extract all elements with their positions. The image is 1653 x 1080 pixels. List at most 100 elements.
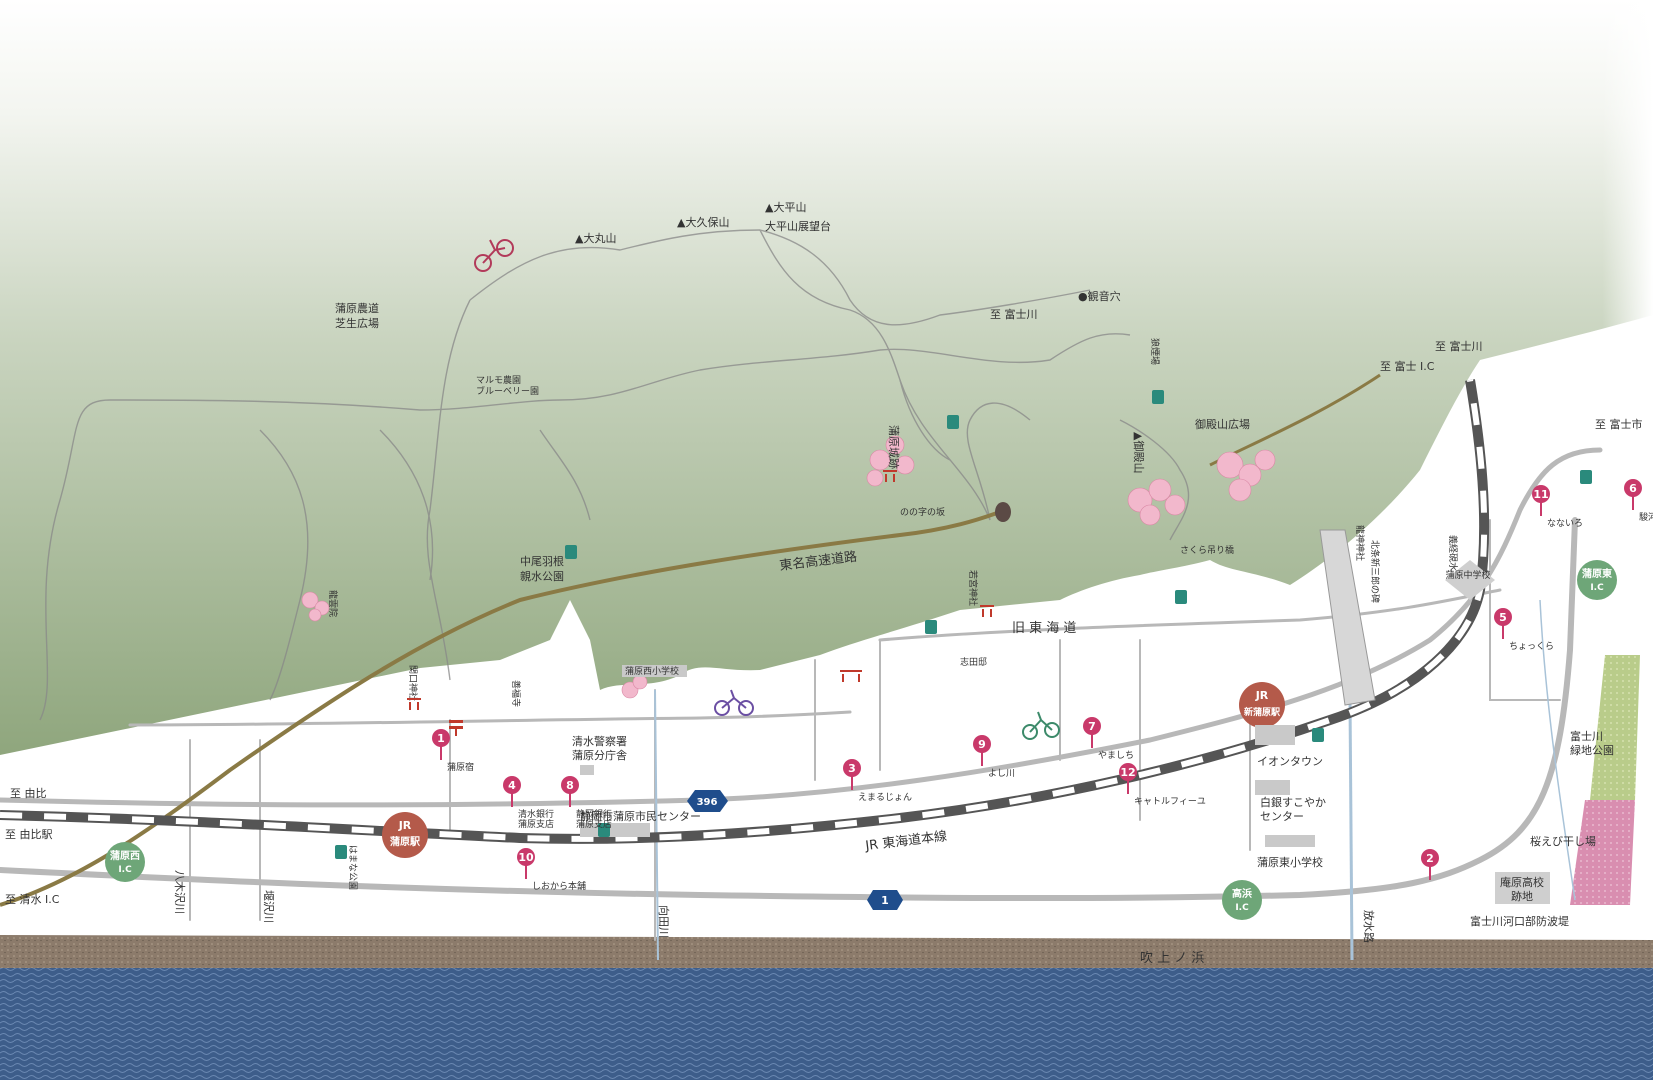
- kanbara-nishi-ic[interactable]: 蒲原西 I.C: [105, 842, 145, 882]
- pin-number: 5: [1499, 611, 1507, 624]
- peak-goten: ▲御殿山: [1132, 432, 1146, 473]
- pin-7[interactable]: 7 やましち: [1083, 717, 1134, 761]
- pin-3[interactable]: 3 えまるじょん: [843, 759, 912, 803]
- sakuraebi-field: [1570, 800, 1635, 905]
- pin-number: 6: [1629, 482, 1637, 495]
- rivers: [654, 599, 1576, 961]
- route-396-shield: 396: [687, 790, 728, 812]
- pin-label: えまるじょん: [858, 792, 912, 803]
- pin-label: やましち: [1098, 750, 1134, 761]
- svg-text:蒲原西: 蒲原西: [110, 849, 140, 862]
- pin-number: 10: [518, 851, 534, 864]
- goten-park-label: 御殿山広場: [1195, 417, 1250, 431]
- pin-number: 11: [1533, 488, 1548, 501]
- peak-ohira: ▲大平山: [765, 200, 806, 214]
- noroshi-label: 狼煙場: [1149, 338, 1161, 365]
- yagisawa-label: 八木沢川: [173, 870, 187, 914]
- svg-text:I.C: I.C: [1235, 903, 1249, 913]
- pin-label: 清水銀行: [518, 808, 554, 820]
- pin-label: しおから本舗: [532, 880, 586, 892]
- svg-text:蒲原駅: 蒲原駅: [390, 835, 421, 848]
- ihara-hs: 庵原高校 跡地: [1495, 872, 1550, 904]
- to-yui-st: 至 由比駅: [5, 827, 53, 841]
- nada-label: 吹 上 ノ 浜: [1140, 951, 1204, 966]
- beach: [0, 935, 1653, 975]
- route-1-shield: 1: [867, 890, 903, 910]
- bicycle-icon-2: [714, 689, 754, 716]
- sekiguchi-label: 関口神社: [407, 665, 419, 701]
- pin-6[interactable]: 6 駿河豊穣結び: [1624, 479, 1653, 523]
- shin-kanbara-station[interactable]: JR 新蒲原駅: [1239, 682, 1285, 728]
- pin-number: 1: [437, 732, 445, 745]
- svg-text:新蒲原駅: 新蒲原駅: [1244, 706, 1281, 718]
- ryuunji-label: 龍雲院: [327, 590, 339, 617]
- pin-label: 蒲原支店: [576, 818, 612, 830]
- pin-label: 静岡銀行: [576, 808, 612, 820]
- marumo-label: マルモ農園ブルーベリー園: [476, 374, 539, 397]
- svg-text:JR: JR: [398, 819, 412, 832]
- svg-text:跡地: 跡地: [1511, 889, 1533, 903]
- kanbara-station[interactable]: JR 蒲原駅: [382, 812, 428, 858]
- peak-okubo: ▲大久保山: [677, 215, 729, 229]
- police-label: 清水警察署蒲原分庁舎: [572, 734, 627, 762]
- bicycle-icon-3: [1022, 711, 1060, 740]
- svg-text:I.C: I.C: [1590, 583, 1604, 593]
- svg-text:I.C: I.C: [118, 865, 132, 875]
- ohira-view: 大平山展望台: [765, 219, 831, 233]
- nakao-label: 中尾羽根親水公園: [520, 554, 564, 583]
- pin-label: 駿河豊穣結び: [1639, 511, 1653, 523]
- svg-text:蒲原中学校: 蒲原中学校: [1445, 569, 1490, 581]
- kanbara-higashi-ic[interactable]: 蒲原東 I.C: [1577, 560, 1617, 600]
- pin-number: 3: [848, 762, 856, 775]
- pin-number: 8: [566, 779, 574, 792]
- civic-center-label: 静岡市蒲原市民センター: [580, 809, 701, 823]
- to-fujishi: 至 富士市: [1595, 417, 1643, 431]
- pin-number: 4: [508, 779, 516, 792]
- aeon-label: イオンタウン: [1257, 755, 1323, 768]
- svg-text:1: 1: [881, 894, 889, 907]
- ieda-label: 志田邸: [960, 656, 987, 668]
- pin-label: キャトルフィーユ: [1134, 797, 1206, 807]
- to-shimizu-ic: 至 清水 I.C: [5, 893, 60, 906]
- sea: [0, 968, 1653, 1080]
- pin-number: 7: [1088, 720, 1096, 733]
- east-school-label: 蒲原東小学校: [1257, 855, 1323, 869]
- housui-label: 放水路: [1362, 910, 1376, 943]
- mountain-area: [0, 0, 1653, 755]
- post-office-icon: [449, 720, 463, 736]
- old-tokaido-label: 旧 東 海 道: [1012, 620, 1076, 636]
- pin-label: よし川: [988, 768, 1015, 779]
- svg-text:蒲原東: 蒲原東: [1582, 567, 1612, 580]
- shiroginu-label: 白銀すこやかセンター: [1260, 795, 1326, 823]
- hamana-park-label: はまな公園: [347, 845, 358, 890]
- fujikawa-green-park: [1590, 655, 1640, 800]
- kanbara-castle-label: 蒲原城跡: [887, 425, 901, 469]
- shibukawa-label: 堰沢川: [262, 890, 276, 923]
- sakura-clusters: [301, 435, 1276, 699]
- to-fujikawa2: 至 富士川: [1435, 339, 1483, 353]
- kannon-label: ●観音穴: [1078, 289, 1121, 303]
- gikeisui-label: 義経硯水: [1447, 535, 1459, 571]
- kitahara-label: 北条新三郎の碑: [1369, 540, 1381, 603]
- svg-text:JR: JR: [1255, 689, 1269, 702]
- west-school: 蒲原西小学校: [622, 665, 687, 677]
- kosenji-label: 善福寺: [510, 680, 522, 707]
- torii-icon: [407, 470, 994, 710]
- peak-omaru: ▲大丸山: [575, 231, 616, 245]
- takahama-ic[interactable]: 高浜 I.C: [1222, 880, 1262, 920]
- fujikawa-park-label: 富士川緑地公園: [1570, 729, 1614, 757]
- to-fujikawa1: 至 富士川: [990, 307, 1038, 321]
- pin-10[interactable]: 10 しおから本舗: [517, 848, 586, 892]
- pin-number: 2: [1426, 852, 1434, 865]
- pin-2[interactable]: 2: [1421, 849, 1439, 880]
- sakuraebi-label: 桜えび干し場: [1530, 834, 1596, 848]
- middle-school: 蒲原中学校: [1445, 560, 1495, 600]
